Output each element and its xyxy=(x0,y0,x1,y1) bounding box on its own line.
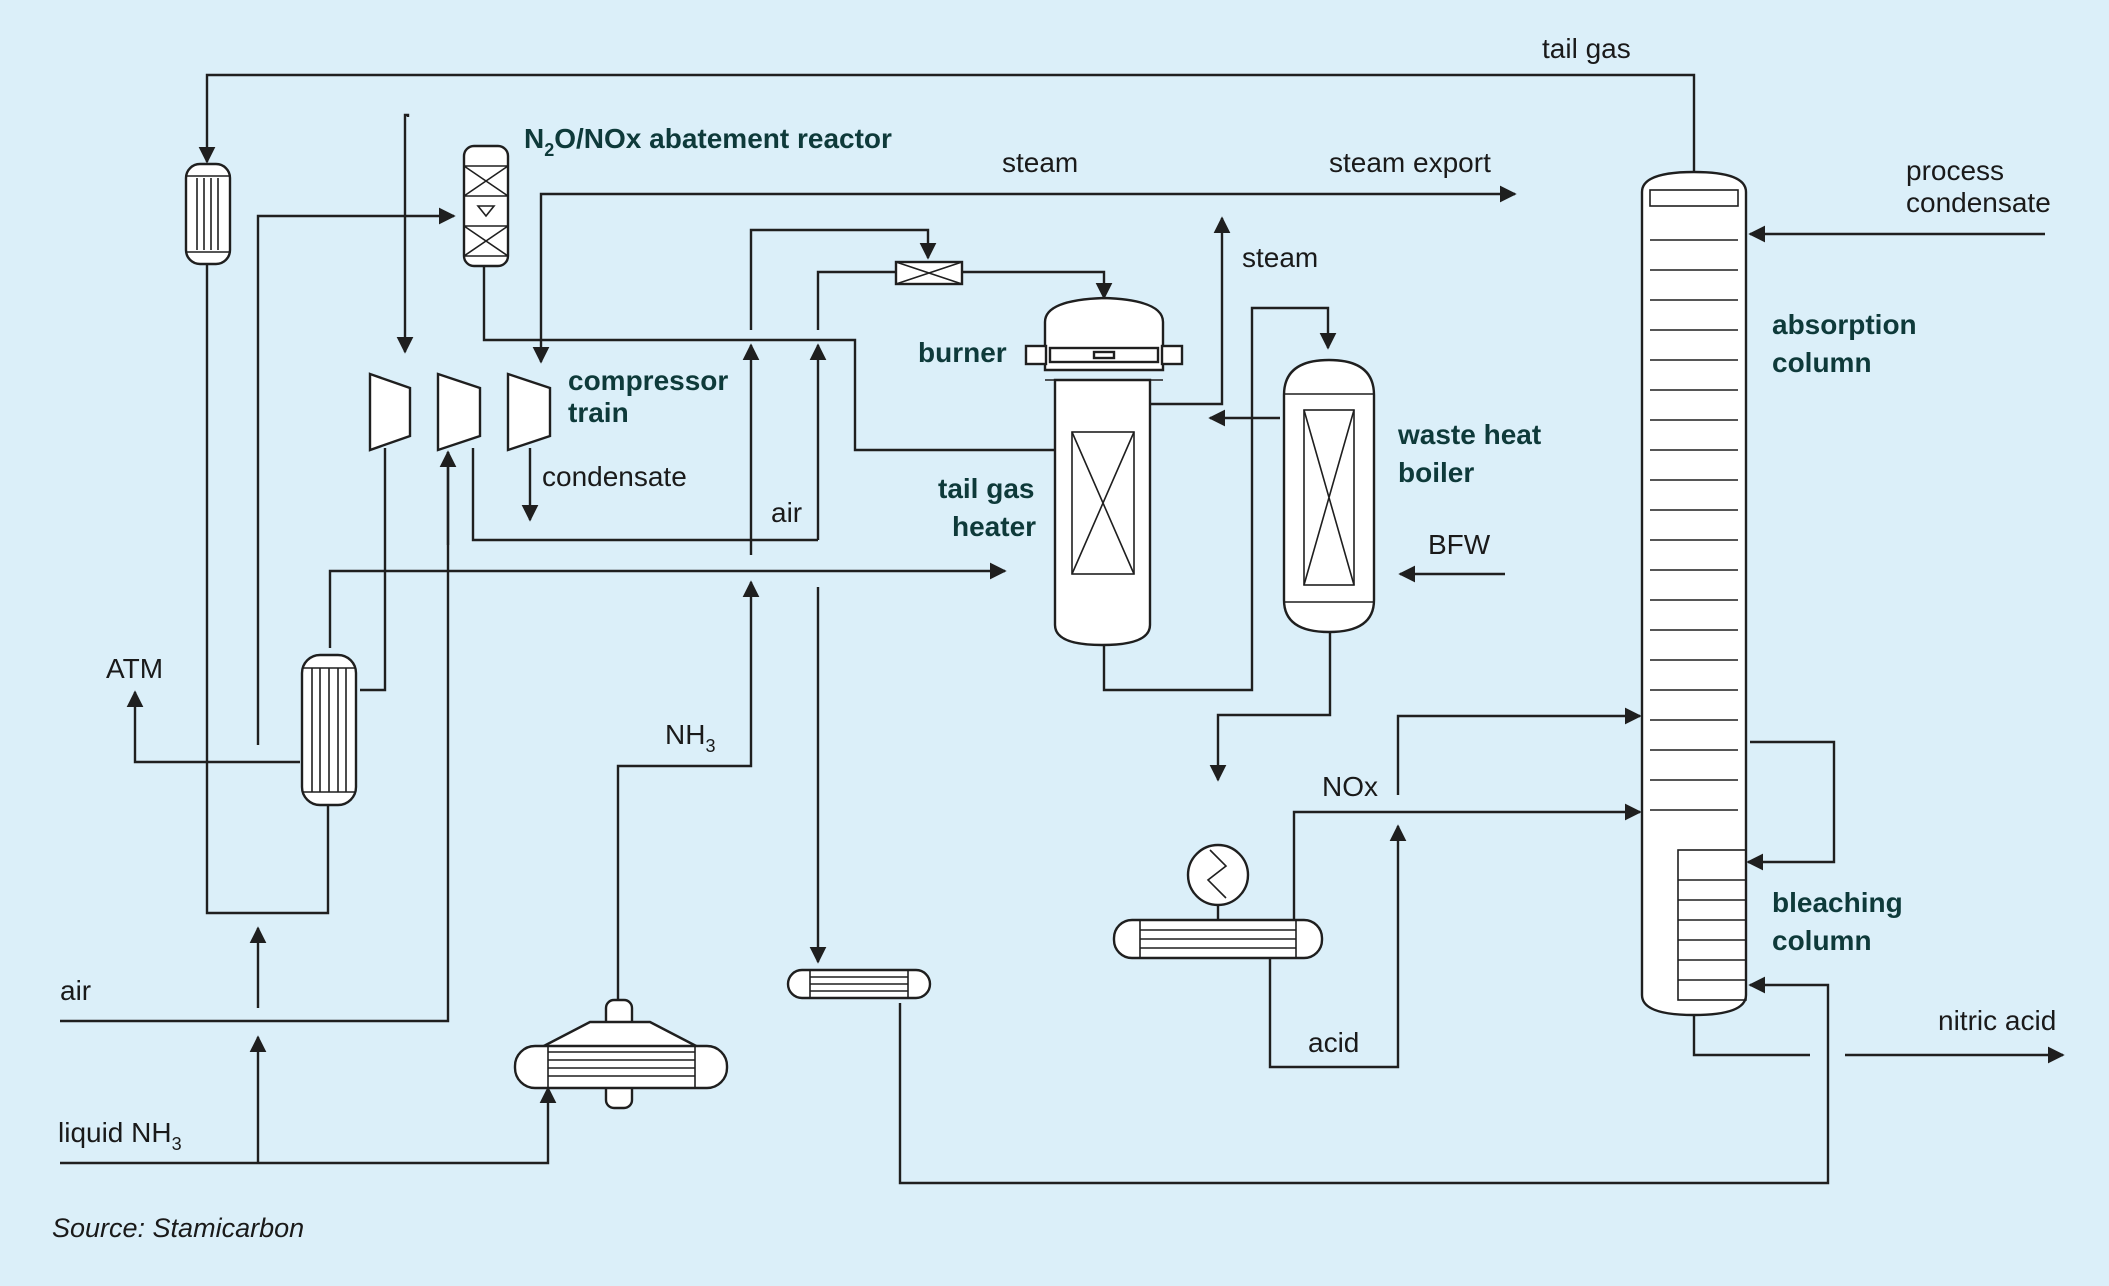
bleach-loop-line xyxy=(1746,740,1836,871)
bfw-label: BFW xyxy=(1428,529,1491,560)
boiler-steam-line xyxy=(1102,306,1337,692)
air-mid-label: air xyxy=(771,497,802,528)
atm-line xyxy=(126,690,300,764)
column-trays xyxy=(1650,239,1746,981)
ammonia-evaporator xyxy=(513,998,729,1110)
acid-label: acid xyxy=(1308,1027,1359,1058)
nox-line-upper xyxy=(1396,707,1642,795)
liquid-nh3-label: liquid NH3 xyxy=(58,1117,182,1154)
steam-out-line xyxy=(1150,216,1231,406)
absorption-column-label-1: absorption xyxy=(1772,309,1917,340)
tail-gas-line xyxy=(198,73,1696,178)
reactor-feed-line xyxy=(256,207,456,745)
waste-heat-boiler-label-1: waste heat xyxy=(1397,419,1541,450)
liquid-nh3-line xyxy=(60,1086,557,1165)
reactor-outlet-line xyxy=(482,264,1055,452)
air-preheater xyxy=(300,653,358,807)
equipment xyxy=(184,144,1748,1110)
tail-gas-heater-label-2: heater xyxy=(952,511,1036,542)
process-condensate-label-1: process xyxy=(1906,155,2004,186)
nh3-riser xyxy=(616,580,760,1005)
air-inlet-line xyxy=(60,452,450,1023)
labels: tail gas N2O/NOx abatement reactor steam… xyxy=(52,33,2056,1243)
compressor-train-label-1: compressor xyxy=(568,365,728,396)
abatement-reactor xyxy=(462,144,510,268)
condensate-label: condensate xyxy=(542,461,687,492)
compressor-loop-line xyxy=(396,113,414,354)
atm-label: ATM xyxy=(106,653,163,684)
column-bottom-line xyxy=(1692,1015,1810,1057)
air-left-label: air xyxy=(60,975,91,1006)
acid-line xyxy=(1268,824,1407,1069)
gas-mixer xyxy=(894,260,964,286)
boiler-to-cooler-line xyxy=(1209,630,1332,782)
steam-label: steam xyxy=(1002,147,1078,178)
absorption-column-label-2: column xyxy=(1772,347,1872,378)
compressor-2 xyxy=(436,372,482,452)
waste-heat-boiler xyxy=(1282,358,1376,634)
nh3-label: NH3 xyxy=(665,719,715,756)
tail-gas-heater-label-1: tail gas xyxy=(938,473,1034,504)
acid-cooler-condenser xyxy=(1112,843,1324,960)
burner-and-tail-gas-heater xyxy=(1024,296,1184,647)
steam-mid-label: steam xyxy=(1242,242,1318,273)
mixer-out-line xyxy=(962,270,1113,300)
tail-gas-preheater xyxy=(184,162,232,266)
exchanger-loop-line xyxy=(205,745,337,915)
burner-label: burner xyxy=(918,337,1007,368)
bleaching-column-label-1: bleaching xyxy=(1772,887,1903,918)
compressor-1 xyxy=(368,372,412,452)
process-lines xyxy=(60,73,2065,1185)
bleaching-section xyxy=(1677,849,1747,1001)
tail-gas-cooler xyxy=(786,968,932,1000)
tail-gas-heater-feed xyxy=(328,562,1007,648)
waste-heat-boiler-label-2: boiler xyxy=(1398,457,1474,488)
absorption-column xyxy=(1640,170,1748,1017)
source-caption: Source: Stamicarbon xyxy=(52,1213,304,1243)
mixer-to-burner-line xyxy=(816,270,896,330)
nitric-acid-label: nitric acid xyxy=(1938,1005,2056,1036)
exchanger-to-compressor-line xyxy=(360,448,387,692)
compressor-3 xyxy=(506,372,552,452)
tail-gas-heater-shell xyxy=(1053,378,1152,647)
nox-line-lower xyxy=(1292,803,1642,920)
nox-label: NOx xyxy=(1322,771,1378,802)
process-condensate-label-2: condensate xyxy=(1906,187,2051,218)
air-to-mixer-line xyxy=(749,228,937,330)
tail-gas-label: tail gas xyxy=(1542,33,1631,64)
steam-line xyxy=(539,185,1517,330)
compressor-train xyxy=(368,372,552,452)
abatement-reactor-label: N2O/NOx abatement reactor xyxy=(524,123,892,160)
air-riser-2-low xyxy=(471,448,818,542)
bottom-return-line xyxy=(898,976,1830,1185)
compressor-train-label-2: train xyxy=(568,397,629,428)
bleaching-column-label-2: column xyxy=(1772,925,1872,956)
steam-export-label: steam export xyxy=(1329,147,1491,178)
